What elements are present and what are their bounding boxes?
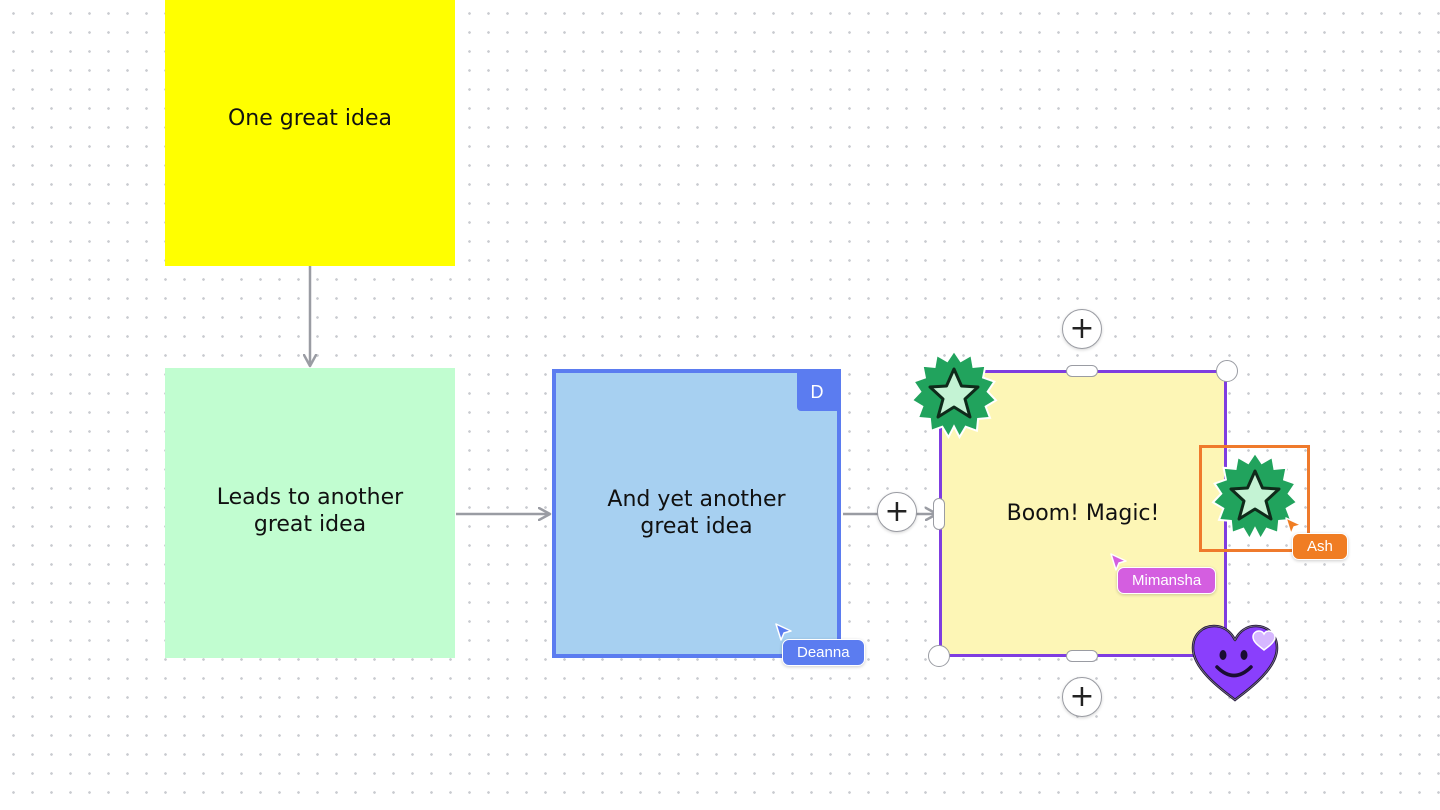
sticky-note-text: Leads to another great idea [216,485,404,537]
plus-icon: + [1069,311,1095,346]
add-note-left-button[interactable]: + [877,492,917,532]
cursor-deanna-icon [775,623,792,641]
resize-handle-left[interactable] [933,498,945,530]
sticker-selection-box [1199,445,1310,552]
smiley-heart-sticker-icon[interactable] [1189,622,1281,704]
resize-handle-top-right[interactable] [1216,360,1238,382]
sticky-note-one-great-idea[interactable]: One great idea [165,0,455,266]
resize-handle-bottom-left[interactable] [928,645,950,667]
sticky-note-and-yet-another[interactable]: And yet another great idea D [552,369,841,658]
plus-icon: + [1069,679,1095,714]
owner-badge: D [797,373,837,411]
collaborator-name-tag-mimansha: Mimansha [1117,567,1217,594]
star-badge-sticker-icon[interactable] [904,349,1004,445]
sticky-note-leads-to-another[interactable]: Leads to another great idea [165,368,455,658]
plus-icon: + [884,494,910,529]
collaborator-name-tag-ash: Ash [1292,533,1348,560]
resize-handle-top[interactable] [1066,365,1098,377]
sticky-note-text: Boom! Magic! [1006,501,1160,526]
cursor-mimansha-icon [1110,553,1127,571]
sticky-note-text: And yet another great idea [607,486,786,539]
resize-handle-bottom[interactable] [1066,650,1098,662]
add-note-below-button[interactable]: + [1062,677,1102,717]
cursor-ash-icon [1285,517,1302,535]
add-note-above-button[interactable]: + [1062,309,1102,349]
star-badge-sticker-selected-icon[interactable] [1205,451,1305,547]
sticky-note-text: One great idea [227,105,393,131]
collaborator-name-tag-deanna: Deanna [782,639,865,666]
